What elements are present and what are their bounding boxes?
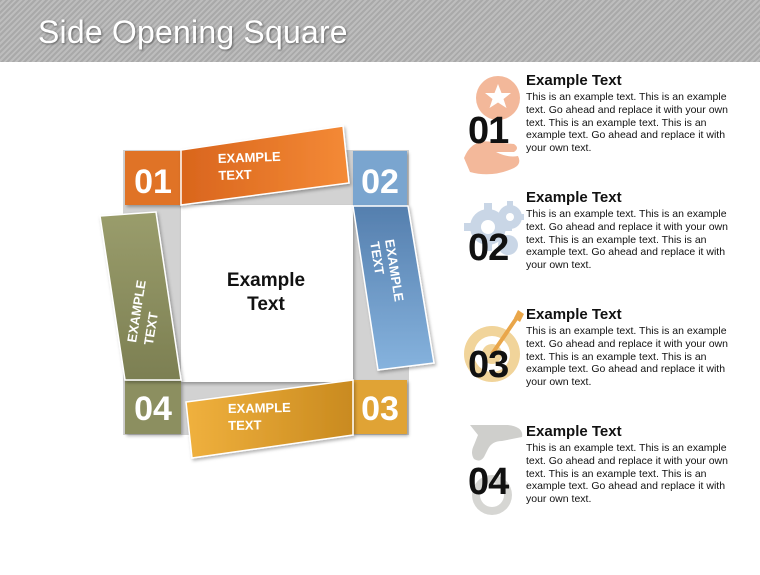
flap-04 bbox=[99, 211, 182, 381]
flap-01 bbox=[180, 125, 350, 206]
item-heading-03: Example Text bbox=[526, 306, 622, 323]
diagram-canvas: 01 02 03 04 EXAMPLE TEXT EXAMPLE TEXT EX… bbox=[99, 125, 435, 459]
list-item-04: 04 Example Text This is an example text.… bbox=[462, 423, 752, 533]
item-body-03: This is an example text. This is an exam… bbox=[526, 325, 728, 389]
list-item-03: 03 Example Text This is an example text.… bbox=[462, 306, 752, 416]
title-bar: Side Opening Square bbox=[0, 0, 760, 62]
step-number-01: 01 bbox=[134, 163, 172, 201]
step-number-02: 02 bbox=[361, 163, 399, 201]
flap-03-label-line2: TEXT bbox=[228, 417, 262, 433]
item-heading-01: Example Text bbox=[526, 72, 622, 89]
item-number-03: 03 bbox=[468, 344, 509, 386]
side-opening-square-diagram: 01 02 03 04 EXAMPLE TEXT EXAMPLE TEXT EX… bbox=[0, 62, 450, 570]
list-item-01: 01 Example Text This is an example text.… bbox=[462, 72, 752, 182]
corner-04 bbox=[125, 380, 181, 434]
item-body-02: This is an example text. This is an exam… bbox=[526, 208, 728, 272]
step-number-04: 04 bbox=[134, 390, 172, 428]
flap-04-label-line2: TEXT bbox=[141, 311, 161, 346]
list-item-02: 02 Example Text This is an example text.… bbox=[462, 189, 752, 299]
item-body-04: This is an example text. This is an exam… bbox=[526, 442, 728, 506]
target-icon bbox=[464, 310, 524, 382]
item-number-01: 01 bbox=[468, 110, 509, 152]
item-body-01: This is an example text. This is an exam… bbox=[526, 91, 728, 155]
flap-03-label-line1: EXAMPLE bbox=[228, 400, 291, 416]
item-heading-04: Example Text bbox=[526, 423, 622, 440]
item-number-04: 04 bbox=[468, 461, 509, 503]
flap-03 bbox=[185, 379, 354, 459]
center-text-line2: Text bbox=[247, 294, 285, 315]
item-number-02: 02 bbox=[468, 227, 509, 269]
flap-02 bbox=[352, 205, 435, 371]
step-number-03: 03 bbox=[361, 390, 399, 428]
slide-title: Side Opening Square bbox=[38, 14, 348, 50]
gears-icon bbox=[464, 201, 524, 255]
corner-02 bbox=[353, 151, 407, 206]
center-text-line1: Example bbox=[227, 270, 305, 291]
item-heading-02: Example Text bbox=[526, 189, 622, 206]
hand-star-icon bbox=[464, 76, 520, 175]
corner-01 bbox=[125, 151, 181, 205]
center-box bbox=[181, 205, 353, 382]
hand-coin-icon bbox=[470, 425, 523, 515]
flap-02-label-line2: TEXT bbox=[367, 240, 387, 275]
flap-01-label-line1: EXAMPLE bbox=[218, 149, 282, 166]
corner-03 bbox=[353, 380, 407, 434]
flap-01-label-line2: TEXT bbox=[218, 167, 252, 183]
